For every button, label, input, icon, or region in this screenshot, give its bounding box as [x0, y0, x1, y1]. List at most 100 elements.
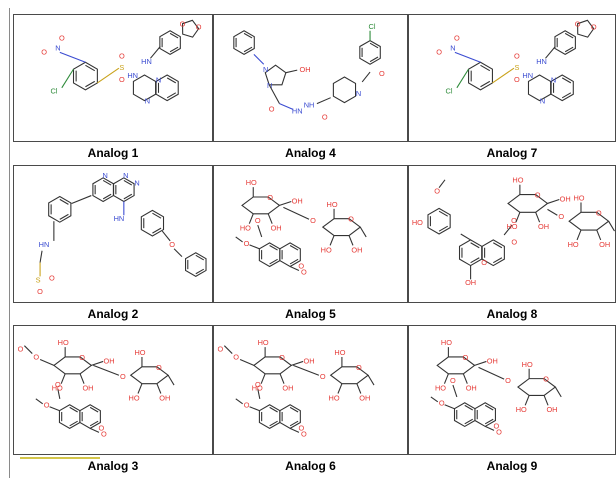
bond [24, 345, 33, 354]
bond [329, 235, 335, 246]
sugar-ring [241, 196, 281, 215]
bond [561, 77, 572, 84]
atom-label: O [37, 287, 43, 296]
sugar-ring [436, 356, 476, 375]
ring [554, 30, 576, 56]
atom-label: O [434, 187, 440, 196]
atom-label: OH [351, 245, 362, 254]
atom-label: O [59, 34, 65, 43]
atom-label: O [44, 401, 50, 410]
atom-label: OH [82, 384, 93, 393]
bond [283, 206, 310, 220]
atom-label: HO [327, 200, 338, 209]
bond [102, 193, 112, 200]
grid-left-edge [9, 8, 10, 478]
bond [89, 420, 99, 427]
atom-label: N [102, 171, 107, 180]
sugar-ring [321, 218, 362, 237]
atom-label: HO [412, 218, 423, 227]
ring [113, 177, 135, 203]
atom-label: OH [359, 393, 370, 402]
atom-label: O [233, 352, 239, 361]
sugar-ring [568, 211, 610, 231]
bond [564, 32, 574, 39]
label-analog-9: Analog 9 [486, 459, 538, 473]
bond [456, 68, 470, 89]
atom-label: HO [246, 178, 257, 187]
sugar-ring [129, 366, 170, 385]
ring [258, 242, 281, 268]
bond [480, 80, 491, 88]
atom-label: OH [599, 240, 610, 249]
label-analog-7: Analog 7 [486, 146, 538, 160]
bond [173, 248, 183, 258]
bond [430, 396, 439, 403]
bond [444, 404, 455, 410]
bond [484, 425, 495, 431]
atom-label: OH [538, 222, 549, 231]
atom-label: O [514, 51, 520, 60]
atom-label: Cl [446, 87, 453, 96]
atom-label: O [481, 258, 487, 267]
atom-label: S [514, 63, 519, 72]
atom-label: O [511, 237, 517, 246]
atom-label: O [119, 51, 125, 60]
atom-label: O [55, 380, 61, 389]
bond [257, 224, 263, 238]
highlight-mark [20, 457, 100, 459]
label-analog-5: Analog 5 [285, 307, 336, 321]
ring [159, 30, 181, 56]
bond [279, 373, 285, 384]
atom-label: O [279, 353, 285, 362]
atom-label: HN [114, 214, 125, 223]
atom-label: O [267, 193, 273, 202]
atom-label: O [169, 240, 175, 249]
atom-label: N [156, 75, 161, 84]
atom-label: OH [303, 356, 314, 365]
bond [223, 345, 233, 354]
atom-label: O [156, 363, 162, 372]
bond [356, 383, 362, 394]
atom-label: O [596, 208, 602, 217]
bond [470, 257, 480, 264]
atom-label: N [134, 179, 139, 188]
bond [443, 373, 449, 384]
atom-label: HO [435, 384, 446, 393]
atom-label: O [218, 345, 224, 354]
bond [235, 398, 243, 405]
bond [61, 68, 74, 89]
atom-label: O [320, 372, 326, 381]
atom-label: OH [104, 356, 115, 365]
bond [438, 210, 448, 217]
bond [279, 103, 294, 110]
bond [279, 200, 292, 206]
bond [289, 266, 300, 271]
ring [474, 402, 496, 428]
bond [269, 245, 278, 251]
atom-label: N [263, 65, 268, 74]
atom-label: O [301, 267, 307, 276]
bond [515, 212, 521, 223]
ring [92, 177, 114, 203]
bond [152, 212, 162, 219]
bond [59, 51, 86, 63]
molecule-structure: NNOHOHNNHONOCl [233, 22, 385, 121]
atom-label: O [591, 23, 597, 32]
atom-label: HO [334, 348, 345, 357]
bond [289, 406, 299, 413]
bond [49, 406, 60, 412]
bond [438, 225, 448, 232]
